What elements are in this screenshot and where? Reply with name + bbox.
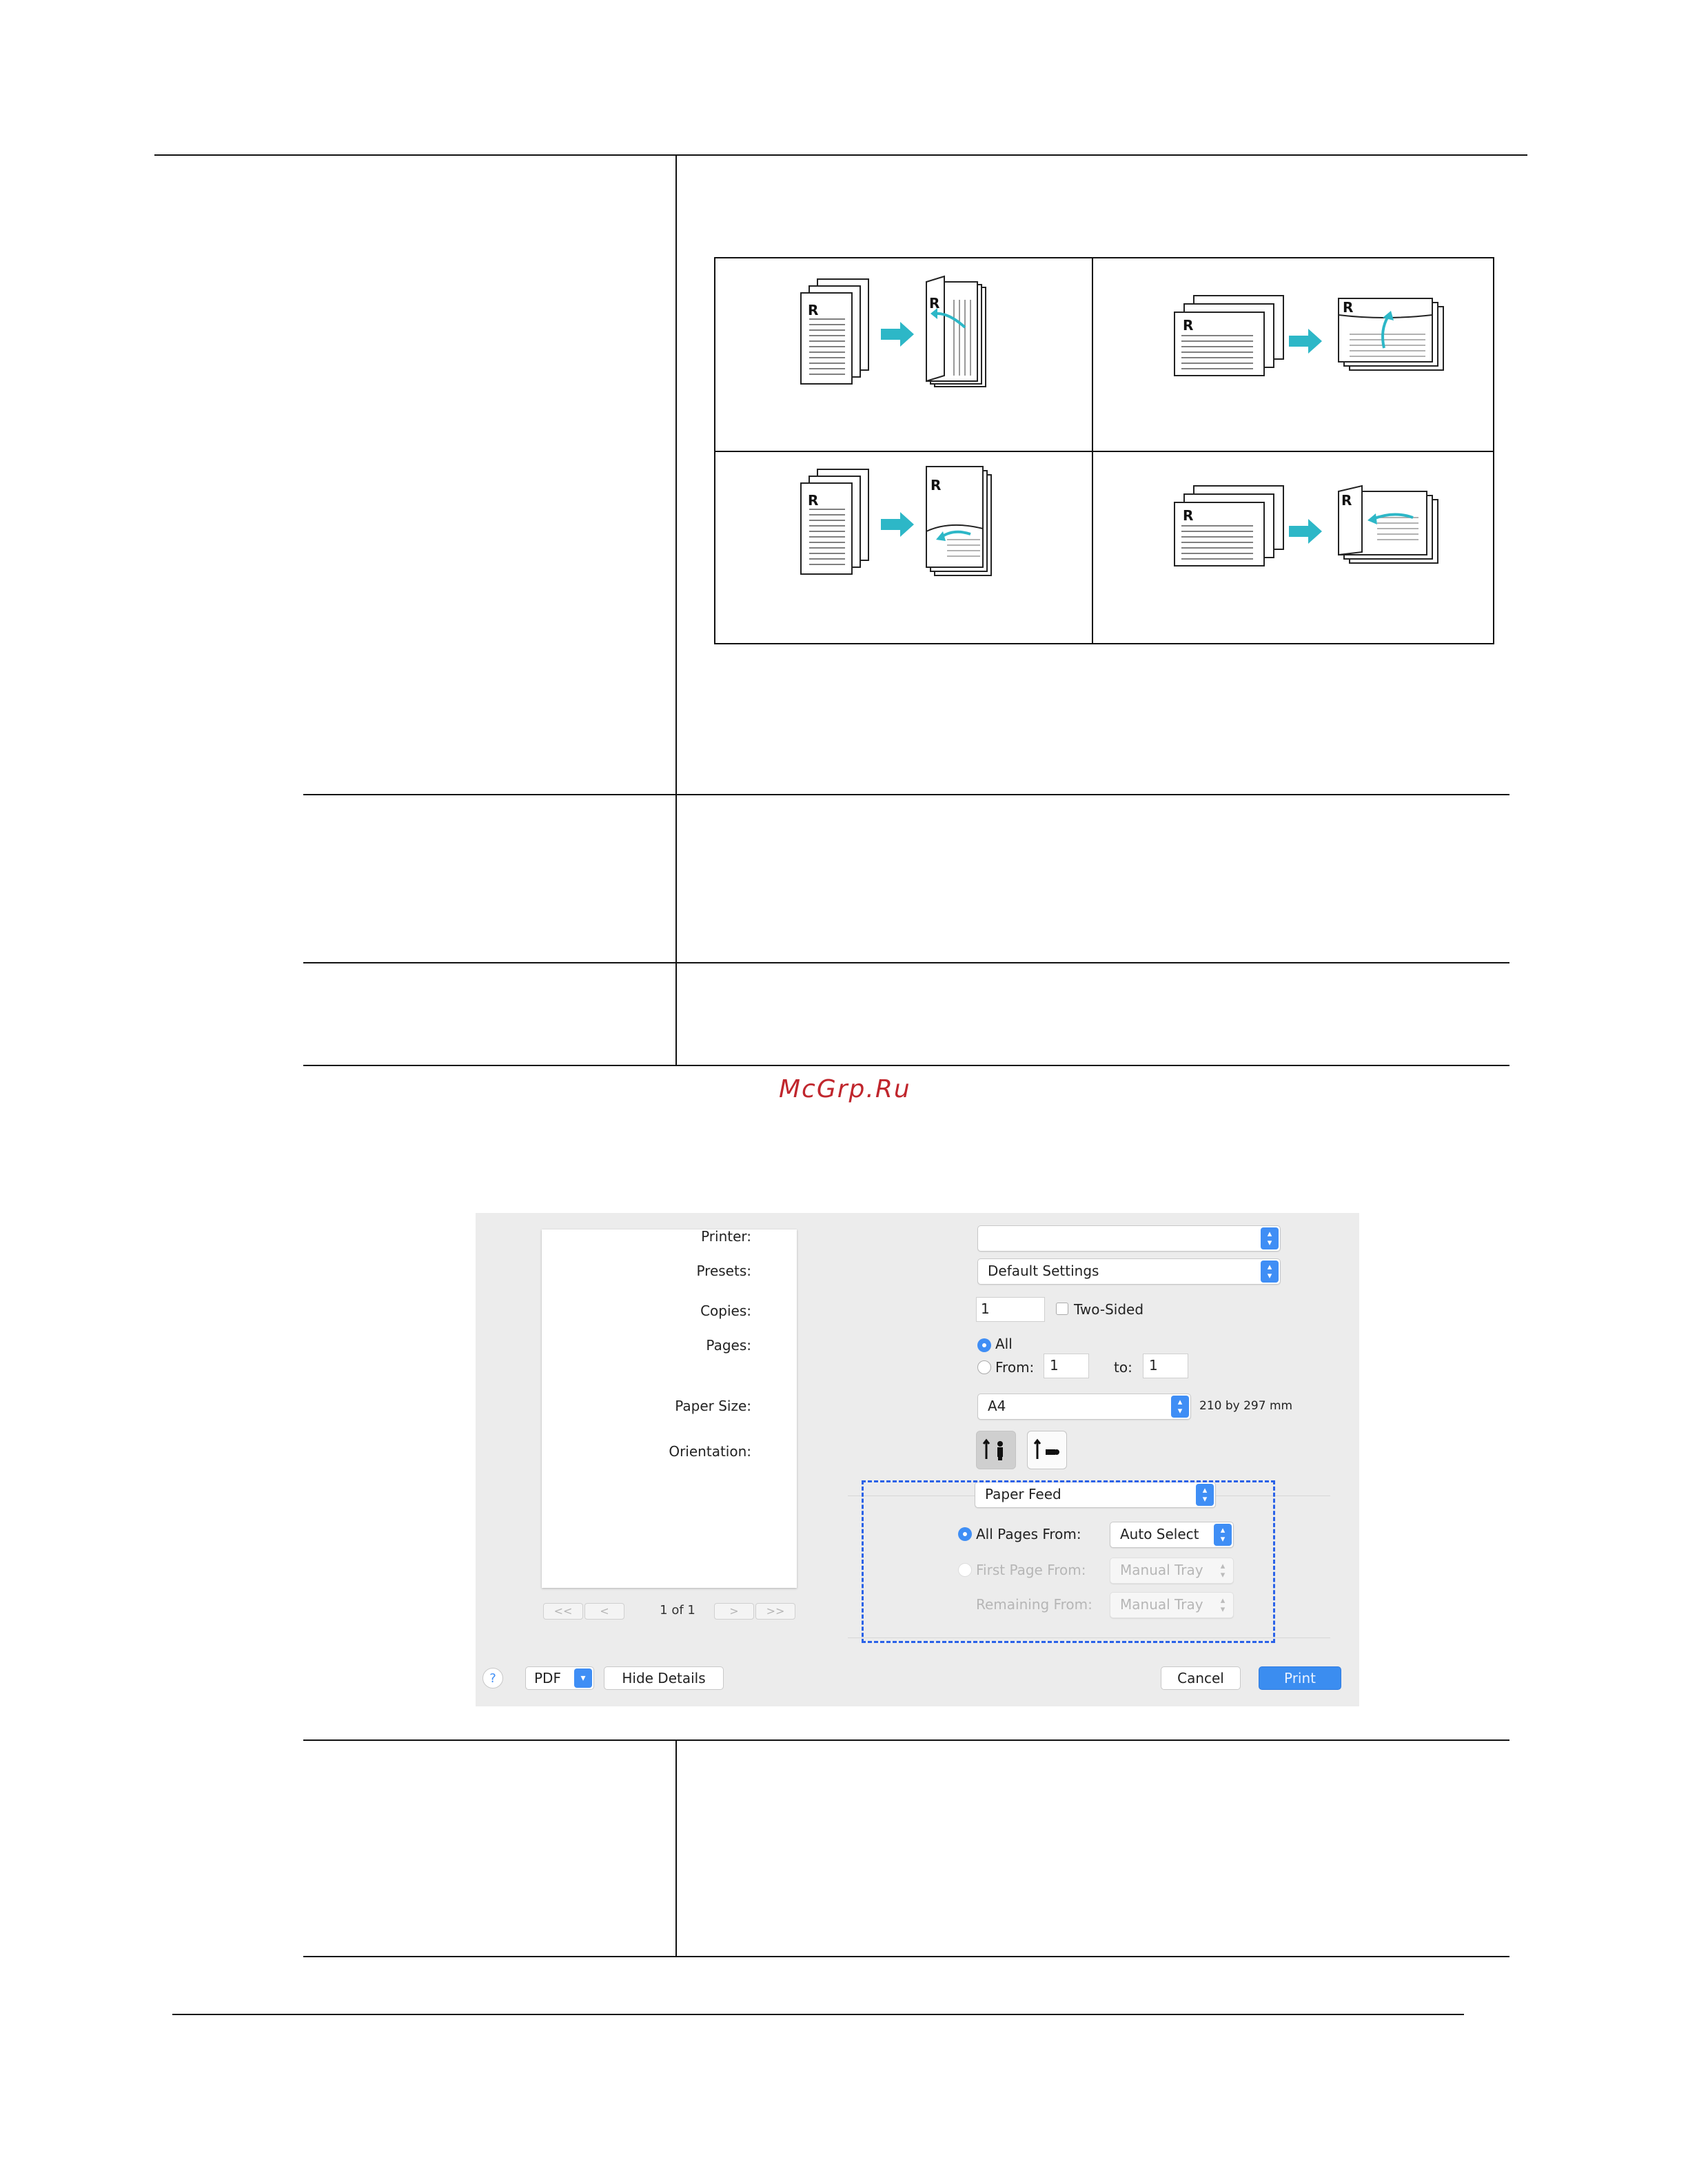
print-preview-page — [542, 1229, 797, 1588]
svg-text:R: R — [1341, 492, 1352, 509]
presets-select[interactable]: Default Settings ▴▾ — [977, 1258, 1281, 1285]
copies-field[interactable]: 1 — [976, 1297, 1045, 1322]
printer-label: Printer: — [701, 1228, 751, 1245]
table1-bottom-rule — [303, 1065, 1509, 1066]
watermark-text: McGrp.Ru — [779, 1075, 911, 1103]
chevron-updown-icon: ▴▾ — [1261, 1227, 1279, 1249]
paper-size-dimensions: 210 by 297 mm — [1199, 1399, 1293, 1413]
pages-label: Pages: — [706, 1337, 751, 1354]
footer-rule — [172, 2014, 1464, 2015]
grid-divider-horizontal — [715, 451, 1493, 452]
table2-bottom-rule — [303, 1956, 1509, 1957]
bottom-separator — [848, 1637, 1330, 1638]
table1-row-rule-2 — [303, 962, 1509, 963]
pages-range-radio[interactable] — [977, 1360, 991, 1374]
svg-text:R: R — [1183, 317, 1193, 334]
print-dialog: << < 1 of 1 > >> Printer: ▴▾ Presets: De… — [476, 1213, 1359, 1706]
first-page-from-label: First Page From: — [976, 1562, 1086, 1578]
page-count: 1 of 1 — [660, 1603, 695, 1617]
help-button[interactable]: ? — [482, 1668, 503, 1688]
all-pages-from-value: Auto Select — [1120, 1526, 1199, 1542]
chevron-updown-icon: ▴▾ — [1220, 1561, 1226, 1580]
section-select[interactable]: Paper Feed ▴▾ — [975, 1482, 1216, 1508]
chevron-updown-icon: ▴▾ — [1220, 1595, 1226, 1615]
remaining-from-value: Manual Tray — [1120, 1596, 1203, 1613]
svg-text:R: R — [1183, 507, 1193, 524]
first-page-from-radio[interactable] — [958, 1563, 972, 1577]
orientation-label: Orientation: — [669, 1443, 751, 1460]
paper-size-label: Paper Size: — [675, 1398, 751, 1414]
last-page-button[interactable]: >> — [755, 1603, 795, 1620]
pages-all-radio[interactable] — [977, 1338, 991, 1352]
table2-top-rule — [303, 1739, 1509, 1741]
two-sided-label: Two-Sided — [1074, 1301, 1144, 1318]
hide-details-button[interactable]: Hide Details — [604, 1666, 724, 1690]
portrait-short-edge-binding-illustration: R R — [784, 462, 1019, 586]
all-pages-from-select[interactable]: Auto Select ▴▾ — [1110, 1522, 1234, 1548]
svg-text:R: R — [1343, 299, 1353, 316]
first-page-from-value: Manual Tray — [1120, 1562, 1203, 1578]
pages-from-label: From: — [995, 1359, 1035, 1376]
all-pages-from-label: All Pages From: — [976, 1526, 1081, 1542]
svg-text:R: R — [808, 492, 818, 509]
remaining-from-label: Remaining From: — [976, 1596, 1092, 1613]
pages-to-label: to: — [1114, 1359, 1132, 1376]
chevron-updown-icon: ▴▾ — [1261, 1261, 1279, 1283]
chevron-updown-icon: ▴▾ — [1214, 1524, 1232, 1546]
landscape-long-edge-binding-illustration: R R — [1143, 272, 1460, 396]
landscape-orientation-button[interactable] — [1027, 1431, 1067, 1469]
portrait-orientation-button[interactable] — [976, 1431, 1016, 1469]
top-rule — [154, 154, 1527, 156]
pages-all-label: All — [995, 1336, 1013, 1352]
printer-select[interactable]: ▴▾ — [977, 1225, 1281, 1252]
cancel-button[interactable]: Cancel — [1161, 1666, 1241, 1690]
print-button[interactable]: Print — [1259, 1666, 1341, 1690]
pages-to-field[interactable]: 1 — [1143, 1354, 1188, 1378]
pages-from-field[interactable]: 1 — [1044, 1354, 1089, 1378]
chevron-updown-icon: ▴▾ — [1171, 1396, 1189, 1418]
portrait-long-edge-binding-illustration: R R — [784, 272, 1019, 396]
section-select-value: Paper Feed — [985, 1486, 1061, 1502]
binding-illustration-grid: R R — [714, 257, 1494, 644]
landscape-icon — [1033, 1438, 1059, 1459]
portrait-icon — [982, 1438, 1003, 1460]
copies-label: Copies: — [700, 1303, 751, 1319]
first-page-button[interactable]: << — [543, 1603, 583, 1620]
next-page-button[interactable]: > — [714, 1603, 754, 1620]
presets-select-value: Default Settings — [988, 1263, 1099, 1279]
chevron-updown-icon: ▴▾ — [1196, 1484, 1214, 1506]
table2-divider — [675, 1741, 677, 1956]
pdf-button[interactable]: PDF ▾ — [525, 1666, 594, 1690]
remaining-from-select[interactable]: Manual Tray ▴▾ — [1110, 1592, 1234, 1618]
paper-feed-highlight — [862, 1480, 1275, 1643]
svg-text:R: R — [929, 295, 939, 312]
svg-text:R: R — [931, 477, 941, 493]
table1-row-rule-1 — [303, 794, 1509, 795]
table1-divider — [675, 156, 677, 1065]
all-pages-from-radio[interactable] — [958, 1527, 972, 1541]
paper-size-select[interactable]: A4 ▴▾ — [977, 1394, 1191, 1420]
chevron-down-icon: ▾ — [574, 1668, 592, 1688]
paper-size-value: A4 — [988, 1398, 1006, 1414]
previous-page-button[interactable]: < — [584, 1603, 624, 1620]
two-sided-checkbox[interactable] — [1056, 1303, 1068, 1315]
presets-label: Presets: — [696, 1263, 751, 1279]
svg-text:R: R — [808, 302, 818, 318]
landscape-short-edge-binding-illustration: R R — [1143, 462, 1460, 586]
first-page-from-select[interactable]: Manual Tray ▴▾ — [1110, 1558, 1234, 1584]
pdf-button-label: PDF — [534, 1670, 561, 1686]
